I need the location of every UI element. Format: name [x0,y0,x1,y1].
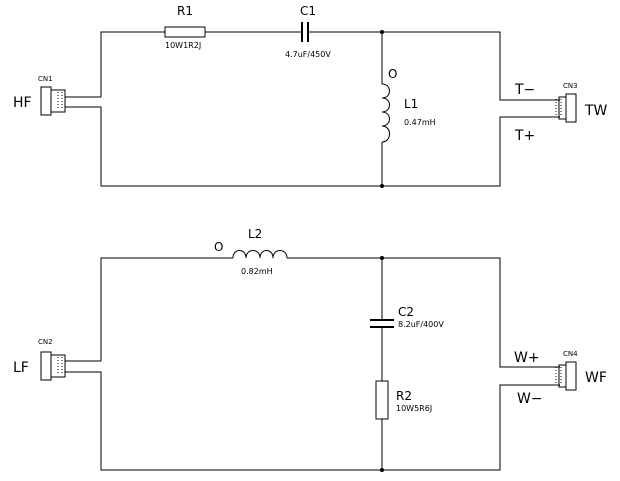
t-plus-label: T+ [514,128,535,144]
tw-label: TW [584,103,608,119]
top-circuit: CN1 HF R1 10W1R2J C1 4.7uF/450V O L1 0.4… [13,4,608,188]
r2-value: 10W5R6J [396,404,432,413]
junction-dot [380,468,384,472]
w-minus-label: W− [517,391,543,407]
c2-capacitor [370,319,394,328]
l1-ref: L1 [404,97,418,111]
top-wires [65,31,560,187]
r1-ref: R1 [177,4,193,18]
r2-ref: R2 [396,389,412,403]
junction-dot [380,256,384,260]
c1-ref: C1 [300,4,316,18]
lf-label: LF [13,360,29,376]
r1-resistor [164,26,206,38]
junction-dot [380,30,384,34]
l2-polarity-mark: O [214,240,223,254]
w-plus-label: W+ [514,350,540,366]
hf-label: HF [13,95,32,111]
c2-value: 8.2uF/400V [398,320,444,329]
l1-inductor [381,83,390,143]
junction-dot [380,184,384,188]
r2-resistor [375,380,389,420]
c1-capacitor [301,22,309,42]
cn4-ref: CN4 [563,350,578,358]
bottom-circuit: CN2 LF O L2 0.82mH C2 8.2uF/400V R2 10W5… [13,227,607,472]
bottom-wires [65,257,560,471]
t-minus-label: T− [514,82,535,98]
cn1-ref: CN1 [38,75,53,83]
cn1-connector [40,86,66,116]
l2-value: 0.82mH [241,267,273,276]
l1-polarity-mark: O [388,67,397,81]
l2-inductor [232,250,288,259]
cn3-connector [555,93,577,123]
cn2-connector [40,351,66,381]
cn2-ref: CN2 [38,338,53,346]
c2-ref: C2 [398,305,414,319]
cn3-ref: CN3 [563,82,578,90]
c1-value: 4.7uF/450V [285,50,331,59]
cn4-connector [555,361,577,391]
r1-value: 10W1R2J [165,41,201,50]
l1-value: 0.47mH [404,118,436,127]
wf-label: WF [585,370,607,386]
l2-ref: L2 [248,227,262,241]
